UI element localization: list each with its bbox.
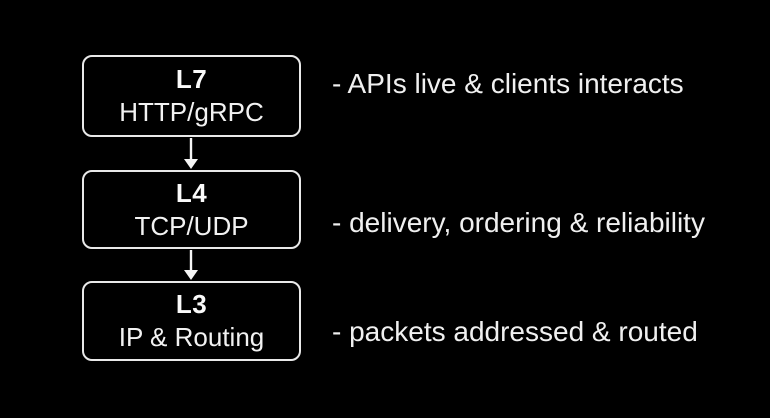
layer-description-l4: - delivery, ordering & reliability <box>332 207 705 238</box>
layer-code-l3: L3 <box>175 289 208 319</box>
arrow-down-icon <box>184 250 198 280</box>
arrow-down-icon <box>184 138 198 169</box>
layer-box-l4: L4 TCP/UDP <box>82 170 301 249</box>
layer-description-l7: - APIs live & clients interacts <box>332 68 684 99</box>
layer-box-l3: L3 IP & Routing <box>82 281 301 361</box>
layer-protocols-l3: IP & Routing <box>118 322 265 352</box>
layer-protocols-l7: HTTP/gRPC <box>119 97 264 127</box>
layer-protocols-l4: TCP/UDP <box>134 210 249 241</box>
layer-box-l7: L7 HTTP/gRPC <box>82 55 301 137</box>
layer-code-l7: L7 <box>175 64 208 94</box>
layer-code-l4: L4 <box>175 177 208 208</box>
layer-description-l3: - packets addressed & routed <box>332 316 698 347</box>
